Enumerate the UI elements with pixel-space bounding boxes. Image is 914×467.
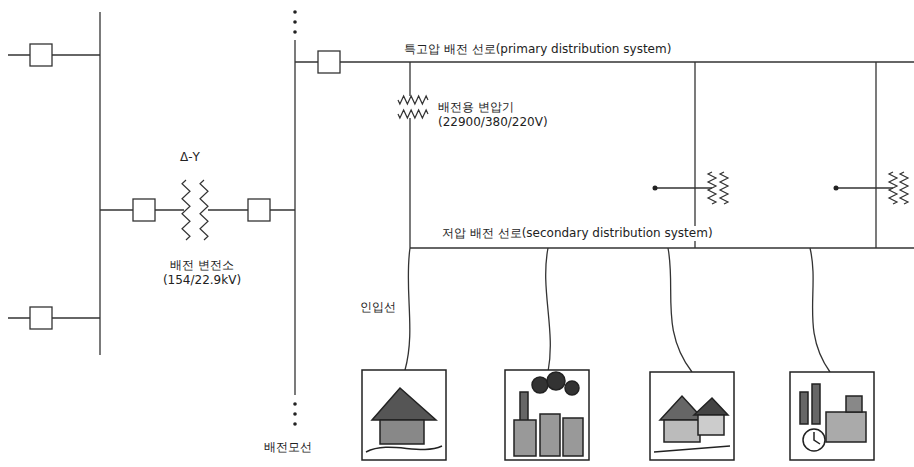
diagram-label: 인입선 — [358, 300, 398, 315]
continuation-dot — [293, 422, 297, 426]
service-drop — [405, 248, 410, 370]
transformer-coil — [200, 180, 208, 240]
houses-icon — [650, 372, 734, 460]
diagram-label: 배전모선 — [262, 440, 314, 455]
breaker-box — [318, 51, 340, 73]
breaker-box — [30, 44, 52, 66]
feeder-line — [8, 317, 100, 318]
diagram-label: 특고압 배전 선로(primary distribution system) — [402, 42, 673, 57]
drop-line — [409, 62, 410, 96]
continuation-dot — [293, 30, 297, 34]
service-drop — [668, 248, 692, 372]
bus-line — [294, 40, 295, 395]
factory-icon — [505, 370, 589, 460]
transformer-coil — [398, 110, 428, 118]
diagram-label: 배전 변전소 (154/22.9kV) — [150, 258, 254, 288]
transformer-coil — [900, 172, 908, 204]
breaker-box — [133, 199, 155, 221]
drop-line — [409, 118, 410, 248]
transformer-coil — [889, 172, 897, 204]
drop-line — [694, 62, 695, 248]
service-drop — [546, 248, 551, 372]
tap-dot — [834, 186, 839, 191]
service-drop — [810, 248, 830, 372]
transformer-coil — [708, 172, 716, 204]
tap-line — [655, 187, 712, 188]
transformer-coil — [398, 96, 428, 104]
feeder-line — [8, 54, 100, 55]
plant-icon — [790, 372, 874, 460]
transformer-coil — [182, 180, 190, 240]
secondary-line — [410, 247, 914, 248]
tap-dot — [653, 186, 658, 191]
diagram-label: 배전용 변압기 (22900/380/220V) — [436, 100, 558, 130]
continuation-dot — [293, 402, 297, 406]
continuation-dot — [293, 10, 297, 14]
diagram-label: 저압 배전 선로(secondary distribution system) — [440, 226, 715, 241]
breaker-box — [30, 307, 52, 329]
continuation-dot — [293, 412, 297, 416]
breaker-box — [248, 199, 270, 221]
transformer-coil — [720, 172, 728, 204]
diagram-label: Δ-Y — [178, 150, 202, 165]
bus-line — [99, 12, 100, 355]
coil-gap — [186, 210, 204, 211]
primary-line — [295, 61, 914, 62]
continuation-dot — [293, 20, 297, 24]
tap-line — [836, 187, 893, 188]
house-icon — [362, 370, 446, 460]
drop-line — [875, 62, 876, 248]
